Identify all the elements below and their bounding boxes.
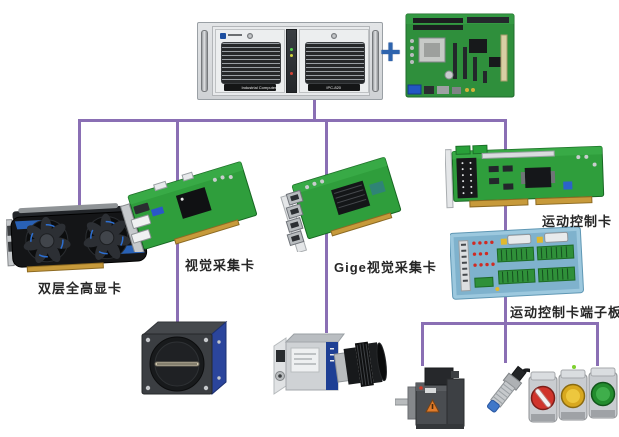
line-scan-camera-image bbox=[141, 320, 228, 396]
connector-bus-to-motion-chain bbox=[504, 119, 507, 325]
plus-icon: + bbox=[380, 31, 402, 72]
proximity-sensor-image bbox=[486, 365, 530, 413]
thumbscrew-icon bbox=[331, 33, 337, 39]
label-motion-card: 运动控制卡 bbox=[542, 214, 613, 229]
chassis-left-panel: Industrial Computer bbox=[215, 29, 285, 93]
gpu-fan-right bbox=[83, 213, 131, 260]
connector-to-buttons bbox=[596, 322, 599, 366]
push-buttons-image bbox=[528, 365, 618, 423]
push-button-yellow bbox=[558, 369, 588, 421]
label-gpu: 双层全高显卡 bbox=[38, 281, 123, 296]
gige-capture-card-image bbox=[280, 157, 402, 252]
gpu-fan-left bbox=[23, 216, 71, 264]
vent-grille bbox=[221, 42, 281, 84]
terminal-board-image bbox=[450, 226, 584, 300]
thumbscrew-icon bbox=[247, 33, 253, 39]
brand-logo-text-mark bbox=[228, 34, 242, 36]
alarm-led bbox=[290, 72, 293, 75]
gige-camera-image bbox=[273, 333, 387, 395]
connector-to-sensor bbox=[504, 322, 507, 363]
chassis-face: Industrial Computer IPC-820 bbox=[212, 26, 370, 96]
hdd-led bbox=[290, 54, 293, 57]
chassis-left-badge: Industrial Computer bbox=[224, 84, 276, 91]
motherboard-image bbox=[405, 13, 515, 98]
gpu-image bbox=[6, 203, 148, 273]
chassis-control-strip bbox=[286, 29, 297, 93]
label-terminal-board: 运动控制卡端子板 bbox=[510, 305, 619, 320]
servo-motor-image bbox=[395, 367, 465, 429]
label-vision-card: 视觉采集卡 bbox=[185, 258, 256, 273]
vent-grille bbox=[305, 42, 365, 84]
brand-logo-icon bbox=[220, 33, 226, 39]
connector-pc-to-bus bbox=[313, 96, 316, 122]
label-gige-card: Gige视觉采集卡 bbox=[334, 260, 437, 275]
connector-main-bus bbox=[78, 119, 507, 122]
chassis-right-handle bbox=[372, 30, 379, 92]
industrial-pc-image: Industrial Computer IPC-820 bbox=[197, 22, 383, 100]
connector-terminal-bus bbox=[421, 322, 599, 325]
connector-to-motor bbox=[421, 322, 424, 366]
push-button-green bbox=[588, 367, 618, 419]
connector-bus-to-gpu bbox=[78, 119, 81, 208]
selector-switch-red bbox=[528, 371, 558, 423]
chassis-left-handle bbox=[201, 30, 208, 92]
chassis-right-badge: IPC-820 bbox=[308, 84, 360, 91]
chassis-right-panel: IPC-820 bbox=[299, 29, 369, 93]
power-led bbox=[290, 48, 293, 51]
motion-control-card-image bbox=[445, 144, 605, 209]
vision-capture-card-image bbox=[120, 161, 258, 252]
